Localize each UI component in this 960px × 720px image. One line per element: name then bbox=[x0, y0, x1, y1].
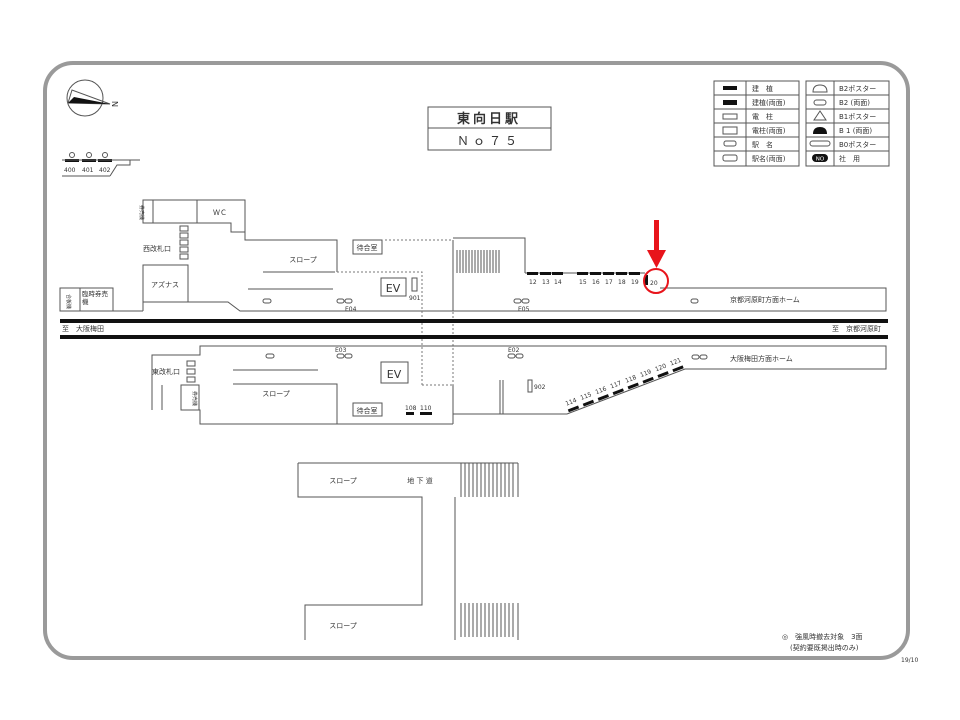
board-18: 18 bbox=[618, 279, 626, 286]
label-ticket-machine-east: 券売機 bbox=[191, 391, 198, 406]
title-box: 東向日駅 Ｎｏ７５ bbox=[427, 106, 552, 151]
board-14: 14 bbox=[554, 279, 562, 286]
label-temp-ticket-machine: 臨時券売機 bbox=[82, 290, 108, 306]
label-gosan-machine: 合板機 bbox=[65, 294, 72, 309]
tracks: 至 大阪梅田 至 京都河原町 bbox=[60, 319, 888, 339]
label-to-osaka: 至 大阪梅田 bbox=[62, 324, 104, 333]
board-116: 116 bbox=[594, 385, 607, 396]
label-ticket-machine-west: 券売機 bbox=[138, 205, 145, 220]
legend-left-1: 建 植 bbox=[752, 84, 773, 93]
label-waiting-room-upper: 待合室 bbox=[357, 243, 378, 252]
label-azunas: アズナス bbox=[151, 280, 179, 289]
board-110: 110 bbox=[420, 405, 432, 412]
board-400: 400 bbox=[64, 167, 76, 174]
label-slope-lower: スロープ bbox=[262, 390, 290, 398]
legend: 建 植 建植(両面) 電 柱 電柱(両面) 駅 名 駅名(両面) NO B2ポス… bbox=[713, 80, 890, 167]
board-19: 19 bbox=[631, 279, 639, 286]
note-line-1: ◎ 強風時撤去対象 3面 bbox=[782, 632, 863, 641]
board-16: 16 bbox=[592, 279, 600, 286]
label-wc: ＷＣ bbox=[213, 209, 227, 217]
board-118: 118 bbox=[624, 374, 637, 385]
legend-left-4: 電柱(両面) bbox=[752, 126, 786, 135]
board-115: 115 bbox=[580, 391, 593, 402]
note-line-2: (契約要既掲出時のみ) bbox=[790, 643, 859, 652]
label-underground: 地 下 道 bbox=[407, 476, 432, 485]
code-e02: E02 bbox=[508, 347, 520, 354]
board-120: 120 bbox=[654, 363, 667, 374]
frame bbox=[43, 61, 910, 660]
label-slope-upper: スロープ bbox=[289, 256, 317, 264]
label-east-gate: 東改札口 bbox=[152, 367, 180, 376]
legend-right-2: B2 (両面) bbox=[839, 99, 870, 107]
board-402: 402 bbox=[99, 167, 111, 174]
code-e05: E05 bbox=[518, 306, 530, 313]
east-concourse: E03 EV 待合室 108 110 東改札口 券売機 スロープ 902 E02… bbox=[151, 345, 887, 425]
board-15: 15 bbox=[579, 279, 587, 286]
station-name: 東向日駅 bbox=[457, 111, 521, 127]
legend-left-3: 電 柱 bbox=[752, 112, 773, 121]
label-osaka-platform: 大阪梅田方面ホーム bbox=[730, 354, 793, 363]
board-20-highlighted: 20 bbox=[650, 280, 658, 287]
arrow-down-icon bbox=[654, 220, 659, 252]
legend-right-3: B1ポスター bbox=[839, 112, 876, 121]
code-e04: E04 bbox=[345, 306, 357, 313]
label-slope-underground-bottom: スロープ bbox=[329, 622, 357, 630]
station-number: Ｎｏ７５ bbox=[457, 134, 521, 148]
board-108: 108 bbox=[405, 405, 417, 412]
underground-passage: スロープ 地 下 道 スロープ bbox=[297, 462, 519, 640]
north-label: N bbox=[110, 101, 119, 107]
label-west-gate: 西改札口 bbox=[143, 244, 171, 253]
legend-left-2: 建植(両面) bbox=[752, 98, 786, 107]
board-121: 121 bbox=[669, 357, 682, 368]
legend-right-4: B 1 (両面) bbox=[839, 127, 872, 135]
upper-boards: 12 13 14 15 16 17 18 19 20 bbox=[527, 272, 658, 287]
label-ev-upper: EV bbox=[386, 282, 401, 295]
board-401: 401 bbox=[82, 167, 94, 174]
no-badge: NO bbox=[816, 157, 825, 163]
legend-left-5: 駅 名 bbox=[752, 140, 773, 149]
board-12: 12 bbox=[529, 279, 537, 286]
west-concourse: 券売機 ＷＣ 西改札口 アズナス 合板機 臨時券売機 スロープ E04 bbox=[59, 199, 453, 313]
page-number: 19/10 bbox=[901, 657, 918, 664]
legend-right-1: B2ポスター bbox=[839, 84, 876, 93]
label-waiting-room-lower: 待合室 bbox=[357, 406, 378, 415]
center-upper: 待合室 EV 901 E05 京都河原町方面ホーム bbox=[337, 237, 887, 386]
board-119: 119 bbox=[639, 368, 652, 379]
compass-icon bbox=[66, 79, 111, 117]
legend-right-5: B0ポスター bbox=[839, 140, 876, 149]
board-114: 114 bbox=[565, 397, 578, 408]
highlight-marker bbox=[643, 220, 669, 294]
legend-left-6: 駅名(両面) bbox=[752, 154, 786, 163]
board-117: 117 bbox=[609, 380, 622, 391]
code-902: 902 bbox=[534, 384, 546, 391]
code-901: 901 bbox=[409, 295, 421, 302]
lower-boards: 114 115 116 117 118 119 120 121 bbox=[565, 357, 684, 413]
board-13: 13 bbox=[542, 279, 550, 286]
label-kyoto-platform: 京都河原町方面ホーム bbox=[730, 295, 800, 304]
label-to-kyoto: 至 京都河原町 bbox=[832, 324, 881, 333]
legend-right-6: 社 用 bbox=[839, 154, 860, 163]
code-e03: E03 bbox=[335, 347, 347, 354]
board-17: 17 bbox=[605, 279, 613, 286]
label-ev-lower: EV bbox=[387, 368, 402, 381]
label-slope-underground-top: スロープ bbox=[329, 477, 357, 485]
top-left-boards: 400 401 402 bbox=[62, 152, 140, 177]
